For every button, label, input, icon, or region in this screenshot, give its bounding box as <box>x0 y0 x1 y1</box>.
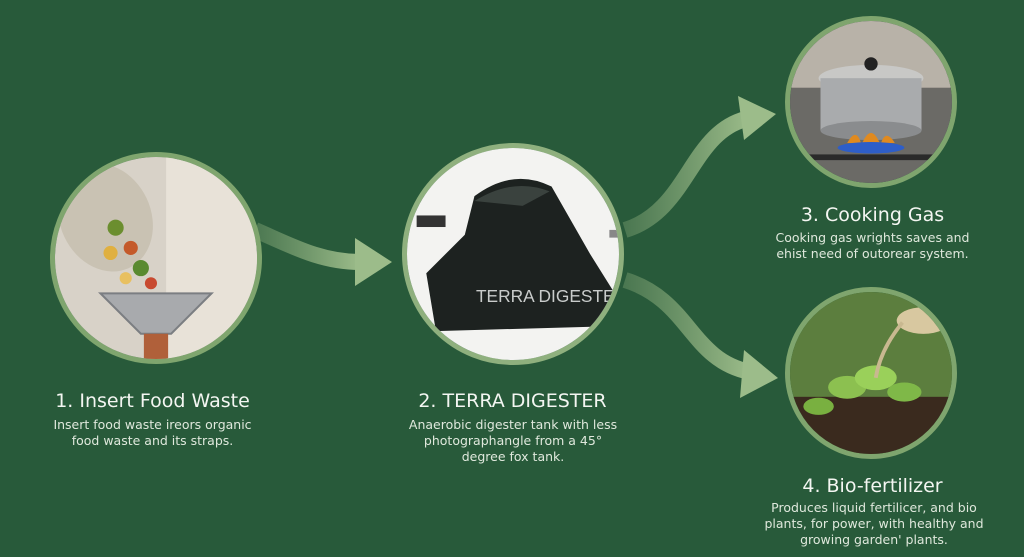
step-4-description: Produces liquid fertilicer, and bio plan… <box>764 500 984 547</box>
digester-tank-icon: TERRA DIGESTER <box>407 148 619 360</box>
arrow-2-to-3 <box>622 96 776 238</box>
step-1-description: Insert food waste ireors organic food wa… <box>53 417 252 448</box>
step-4-title: 4. Bio-fertilizer <box>802 475 943 497</box>
garden-plants-icon <box>790 292 952 454</box>
step-2-title: 2. TERRA DIGESTER <box>418 390 607 412</box>
arrow-2-to-4 <box>622 272 778 398</box>
cooking-gas-image <box>785 16 957 188</box>
food-waste-image <box>50 152 262 364</box>
digester-image: TERRA DIGESTER <box>402 143 624 365</box>
step-3-description: Cooking gas wrights saves and ehist need… <box>775 230 970 261</box>
arrow-1-to-2 <box>251 222 392 286</box>
bio-fertilizer-image <box>785 287 957 459</box>
food-waste-funnel-icon <box>55 157 257 359</box>
step-3-title: 3. Cooking Gas <box>800 204 945 226</box>
tank-label: TERRA DIGESTER <box>476 286 619 306</box>
step-2-description: Anaerobic digester tank with less photog… <box>408 417 618 464</box>
gas-stove-pot-icon <box>790 21 952 183</box>
step-1-title: 1. Insert Food Waste <box>55 390 250 412</box>
